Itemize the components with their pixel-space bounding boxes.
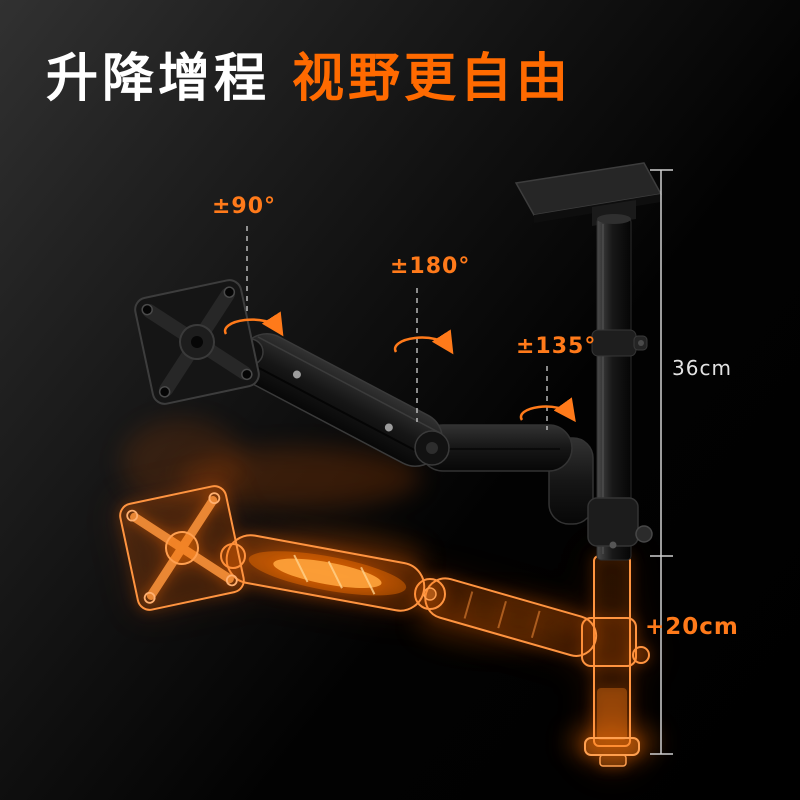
rotation-arrow-elbow-icon <box>519 397 576 423</box>
vesa-plate <box>134 279 260 405</box>
measure-label-height: 36cm <box>672 356 732 380</box>
angle-label-elbow: ±135° <box>516 334 597 359</box>
rotation-guides <box>246 226 548 430</box>
rotation-arrow-arm-icon <box>393 329 454 355</box>
forearm <box>419 424 594 525</box>
ghost-vesa-plate <box>119 485 245 611</box>
ghost-arm-lowered <box>119 485 650 767</box>
pole-clamp-upper <box>591 329 648 357</box>
ghost-elbow-joint <box>414 578 446 610</box>
title-part-orange: 视野更自由 <box>292 49 573 109</box>
elbow-joint <box>414 430 450 466</box>
angle-label-vesa: ±90° <box>212 194 277 219</box>
ceiling-plate <box>514 162 663 226</box>
ghost-vesa-joint <box>220 543 246 569</box>
measure-line-icon <box>650 169 673 755</box>
mount-pole <box>596 214 632 561</box>
rotation-arrows <box>223 311 576 423</box>
ghost-forearm <box>424 577 598 657</box>
title-part-white: 升降增程 <box>46 49 271 109</box>
rotation-arrow-vesa-icon <box>223 311 284 337</box>
angle-label-arm: ±180° <box>390 254 471 279</box>
ghost-spring-arm <box>225 534 426 612</box>
ghost-pole <box>584 555 640 767</box>
pole-clamp-lower <box>587 497 653 549</box>
page-title: 升降增程视野更自由 <box>46 36 572 111</box>
measure-label-extension: +20cm <box>645 614 739 640</box>
